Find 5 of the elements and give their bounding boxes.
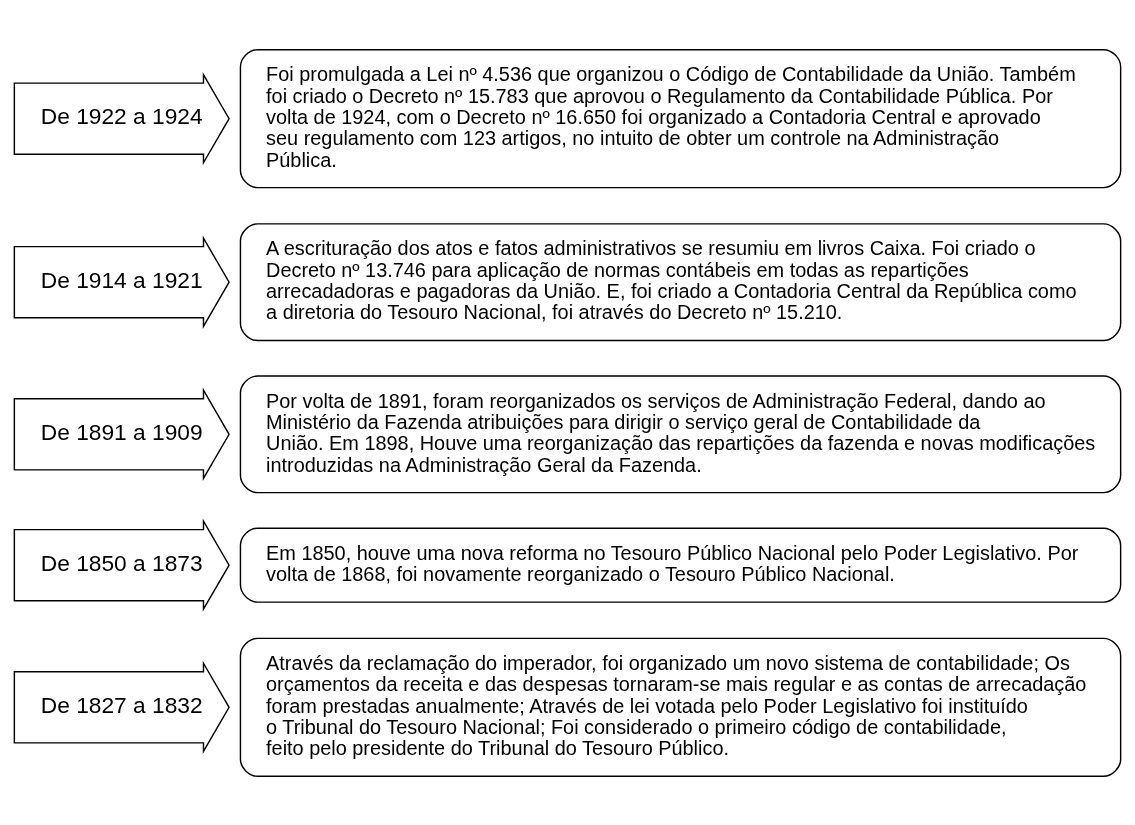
node-box: Por volta de 1891, foram reorganizados os serviços de Administração Federal, dando ao Ministério da Fazenda atribuições para dirigir o serviço geral de Contabilidade da União. Em 1898, Houve uma reorganização das repartições da fazenda e novas modificações introduzidas na Administração Geral da Fazenda.	[239, 374, 1122, 493]
node-box: Através da reclamação do imperador, foi organizado um novo sistema de contabilidade; Os orçamentos da receita e das despesas tornaram-se mais regular e as contas de arrecadação foram prestadas anualmente; Através de lei votada pelo Poder Legislativo foi instituído o Tribunal do Tesouro Nacional; Foi considerado o primeiro código de contabilidade, feito pelo presidente do Tribunal do Tesouro Público.	[239, 637, 1122, 777]
node-box: A escrituração dos atos e fatos administrativos se resumiu em livros Caixa. Foi criado o Decreto nº 13.746 para aplicação de normas contábeis em todas as repartições arrecadadoras e pagadoras da União. E, foi criado a Contadoria Central da República como a diretoria do Tesouro Nacional, foi através do Decreto nº 15.210.	[239, 222, 1122, 341]
node-box: Em 1850, houve uma nova reforma no Tesouro Público Nacional pelo Poder Legislativo. Por volta de 1868, foi novamente reorganizado o Tesouro Público Nacional.	[239, 526, 1122, 603]
node-box: Foi promulgada a Lei nº 4.536 que organizou o Código de Contabilidade da União. Também foi criado o Decreto nº 15.783 que aprovou o Regulamento da Contabilidade Pública. Por volta de 1924, com o Decreto nº 16.650 foi organizado a Contadoria Central e aprovado seu regulamento com 123 artigos, no intuito de obter um controle na Administração Pública.	[239, 48, 1122, 188]
